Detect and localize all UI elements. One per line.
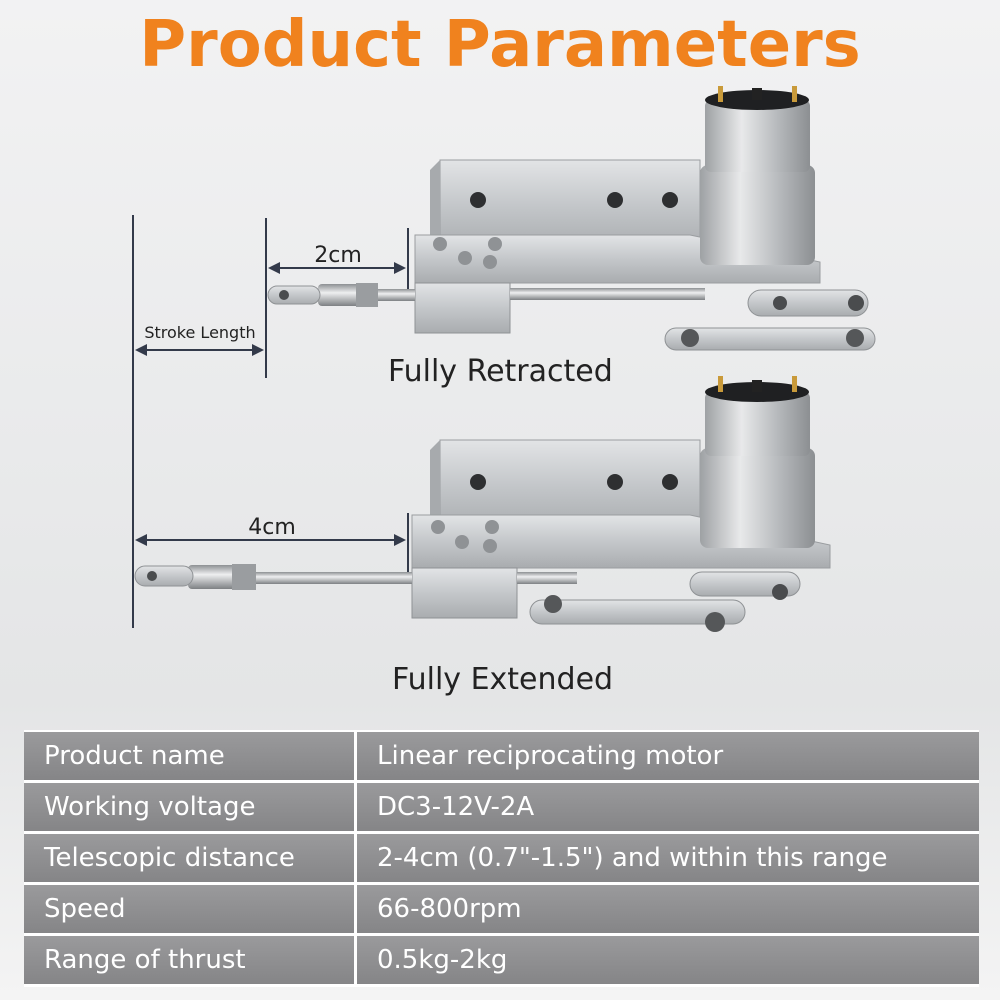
param-value: 66-800rpm [357,885,979,936]
dimension-2cm: 2cm [314,243,362,268]
param-value: 0.5kg-2kg [357,936,979,987]
param-label: Range of thrust [24,936,357,987]
retracted-actuator [267,86,876,351]
param-label: Telescopic distance [24,834,357,885]
table-row: Telescopic distance 2-4cm (0.7"-1.5") an… [24,834,979,885]
param-value: Linear reciprocating motor [357,730,979,783]
param-label: Product name [24,730,357,783]
caption-extended: Fully Extended [392,662,614,697]
dimension-4cm: 4cm [248,515,296,540]
param-value: 2-4cm (0.7"-1.5") and within this range [357,834,979,885]
table-row: Product name Linear reciprocating motor [24,730,979,783]
table-row: Working voltage DC3-12V-2A [24,783,979,834]
product-illustration: 2cm Stroke Length 4cm [132,86,876,632]
extended-actuator [134,376,831,632]
table-row: Speed 66-800rpm [24,885,979,936]
parameters-table: Product name Linear reciprocating motor … [24,730,979,987]
caption-retracted: Fully Retracted [388,354,613,389]
stroke-length-label: Stroke Length [144,323,255,342]
param-label: Working voltage [24,783,357,834]
param-label: Speed [24,885,357,936]
param-value: DC3-12V-2A [357,783,979,834]
page-title: Product Parameters [139,8,861,82]
table-row: Range of thrust 0.5kg-2kg [24,936,979,987]
